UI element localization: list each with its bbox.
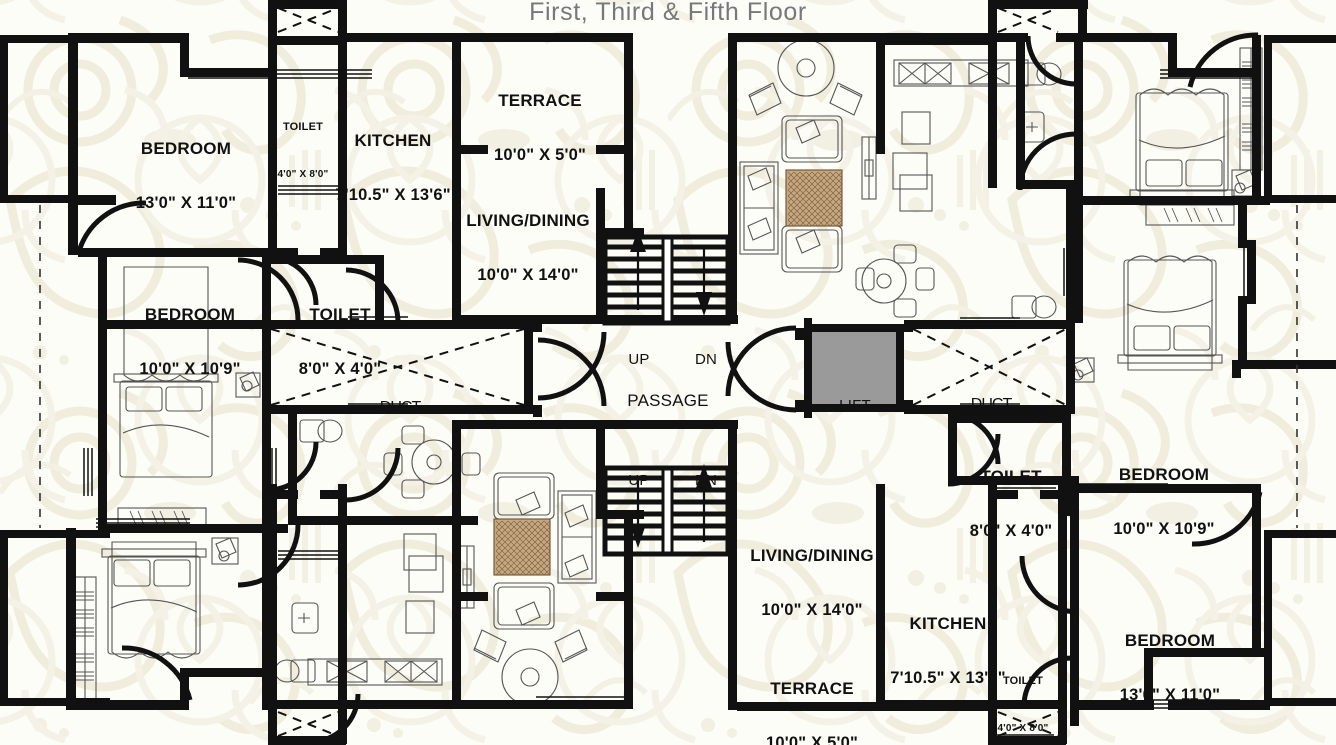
- bed-top-right: [1129, 88, 1235, 206]
- stair-arrow-up-bottom: [630, 478, 646, 548]
- room-name: LIFT: [839, 396, 871, 414]
- room-name: DUCT: [970, 395, 1012, 413]
- room-label-passage: PASSAGE: [627, 355, 708, 446]
- room-dimension: 13'0" X 11'0": [1119, 685, 1221, 704]
- bed-bottom-left: [101, 541, 207, 659]
- room-label-terrace-tc: TERRACE 10'0" X 5'0": [494, 55, 586, 200]
- stair-label-dn-top: DN: [695, 316, 717, 404]
- door-swings-group: [75, 32, 1263, 745]
- dresser-top-right: [1145, 204, 1235, 226]
- room-label-toilet-mr: TOILET 8'0" X 4'0": [970, 431, 1053, 576]
- toilet-fixtures-mid-left: [299, 419, 343, 443]
- room-label-terrace-bc: TERRACE 10'0" X 5'0": [766, 643, 858, 745]
- room-label-bedroom-ml: BEDROOM 10'0" X 10'9": [139, 269, 240, 414]
- stair-arrow-up-top: [630, 230, 646, 310]
- room-name: LIVING/DINING: [750, 545, 874, 565]
- room-dimension: 10'0" X 10'9": [139, 359, 241, 378]
- room-dimension: 4'0" X 8'0": [997, 722, 1049, 734]
- nightstand-left-mid: [235, 371, 261, 398]
- room-name: PASSAGE: [627, 390, 709, 410]
- room-label-toilet-tl: TOILET 4'0" X 8'0": [278, 85, 329, 216]
- bed-left-mid: [113, 266, 219, 478]
- room-dimension: 7'10.5" X 13'6": [335, 185, 451, 204]
- room-name: BEDROOM: [140, 138, 232, 158]
- stair-dn-text: DN: [694, 350, 718, 368]
- room-label-bedroom-br: BEDROOM 13'0" X 11'0": [1120, 595, 1220, 740]
- duct-hatching: [270, 7, 1067, 737]
- living-room-top: [739, 39, 935, 318]
- room-dimension: 8'0" X 4'0": [969, 521, 1053, 540]
- kitchen-top-fixtures: [893, 59, 1029, 212]
- room-label-duct-left: DUCT: [379, 363, 421, 453]
- room-name: TERRACE: [498, 90, 582, 110]
- page-title: First, Third & Fifth Floor: [529, 0, 807, 26]
- room-name: TOILET: [282, 120, 324, 133]
- room-label-kitchen-tl: KITCHEN 7'10.5" X 13'6": [335, 95, 451, 240]
- room-name: KITCHEN: [354, 130, 432, 150]
- room-name: LIVING/DINING: [466, 210, 590, 230]
- room-name: TERRACE: [770, 678, 854, 698]
- room-name: BEDROOM: [144, 304, 236, 324]
- room-dimension: 10'0" X 14'0": [477, 265, 579, 284]
- living-room-bottom: [383, 425, 597, 706]
- room-dimension: 10'0" X 10'9": [1113, 519, 1215, 538]
- room-label-living-bc: LIVING/DINING 10'0" X 14'0": [750, 510, 874, 655]
- stair-label-up-top: UP: [628, 316, 649, 404]
- toilet-fixtures-mid-right: [1011, 295, 1057, 319]
- room-name: TOILET: [980, 466, 1042, 486]
- room-label-toilet-ml: TOILET 8'0" X 4'0": [299, 269, 382, 414]
- room-dimension: 10'0" X 14'0": [761, 600, 863, 619]
- stair-arrow-dn-top: [696, 246, 712, 316]
- wardrobe-bottom-left: [73, 576, 97, 700]
- stair-arrow-dn-bottom: [696, 464, 712, 542]
- room-label-kitchen-br: KITCHEN 7'10.5" X 13'6": [890, 578, 1006, 723]
- room-name: BEDROOM: [1124, 630, 1216, 650]
- stair-dn-text: DN: [694, 471, 718, 489]
- stair-up-text: UP: [628, 471, 650, 489]
- stairs-bottom: [602, 465, 731, 557]
- boundary-dashed-lines: [39, 205, 1298, 528]
- room-label-lift: LIFT: [839, 362, 871, 450]
- stair-label-dn-bottom: DN: [695, 437, 717, 525]
- room-label-duct-right: DUCT: [970, 360, 1012, 450]
- windows-group: [83, 0, 1253, 740]
- room-dimension: 7'10.5" X 13'6": [890, 668, 1006, 687]
- room-name: DUCT: [379, 398, 421, 416]
- room-name: TOILET: [309, 304, 371, 324]
- room-dimension: 10'0" X 5'0": [766, 733, 858, 745]
- bed-right-mid: [1117, 255, 1223, 371]
- stairs-top: [602, 234, 731, 326]
- stair-label-up-bottom: UP: [628, 437, 649, 525]
- room-dimension: 13'0" X 11'0": [135, 193, 237, 212]
- nightstand-bottom-left: [211, 537, 239, 565]
- room-label-bedroom-tl: BEDROOM 13'0" X 11'0": [136, 103, 236, 248]
- room-name: KITCHEN: [909, 613, 987, 633]
- room-dimension: 8'0" X 4'0": [298, 359, 382, 378]
- room-label-bedroom-mr: BEDROOM 10'0" X 10'9": [1113, 429, 1214, 574]
- toilet-fixtures-bottom-left: [274, 602, 319, 683]
- room-name: TOILET: [1002, 674, 1044, 687]
- room-label-living-tc: LIVING/DINING 10'0" X 14'0": [466, 175, 590, 320]
- room-label-toilet-br: TOILET 4'0" X 8'0": [998, 639, 1049, 745]
- stair-up-text: UP: [628, 350, 650, 368]
- kitchen-bottom-fixtures: [307, 533, 443, 686]
- room-dimension: 4'0" X 8'0": [277, 168, 329, 180]
- room-name: BEDROOM: [1118, 464, 1210, 484]
- room-dimension: 10'0" X 5'0": [494, 145, 586, 164]
- lift-shaft: [810, 330, 898, 408]
